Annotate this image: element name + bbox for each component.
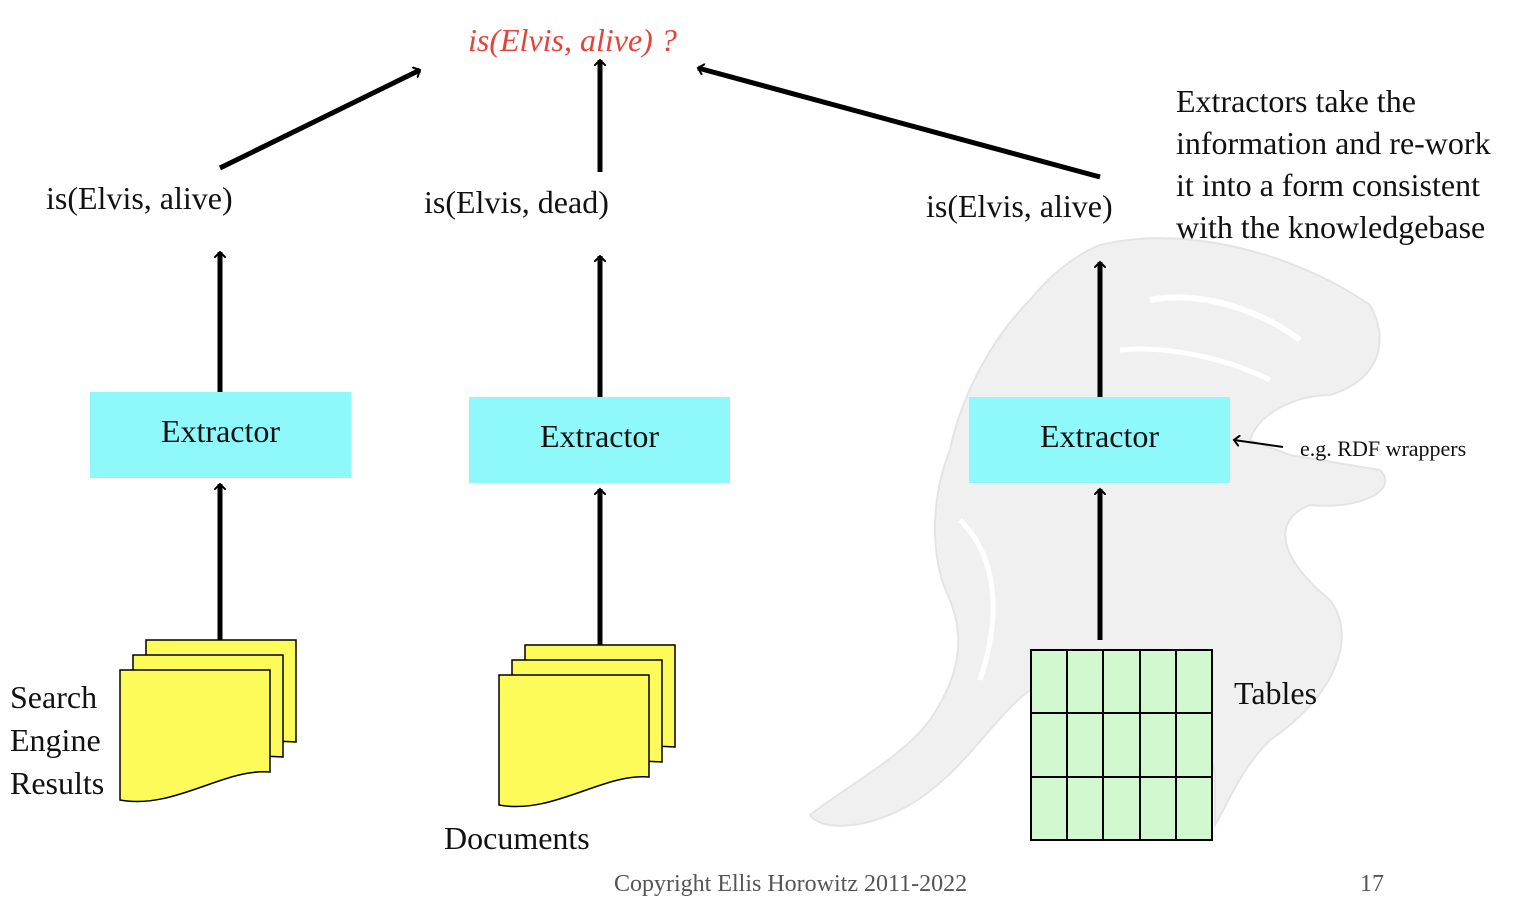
explanation-line: information and re-work	[1176, 125, 1491, 161]
extractor-label: Extractor	[539, 417, 660, 454]
fact-label-right: is(Elvis, alive)	[926, 188, 1113, 224]
arrow-right-to-query	[698, 68, 1101, 180]
footer-copyright: Copyright Ellis Horowitz 2011-2022	[614, 871, 968, 897]
query-label: is(Elvis, alive) ?	[468, 22, 677, 58]
extractor-label: Extractor	[160, 412, 281, 449]
search-results-document-stack-icon	[119, 639, 297, 803]
footer-page-number: 17	[1360, 871, 1384, 897]
explanation-line: it into a form consistent	[1176, 167, 1480, 203]
search-results-label: Search Engine Results	[10, 676, 104, 805]
arrow-left-to-query	[218, 70, 420, 171]
tables-label: Tables	[1234, 675, 1318, 711]
explanation-line: with the knowledgebase	[1176, 209, 1486, 245]
extractor-box-right: Extractor	[969, 397, 1230, 483]
extractor-label: Extractor	[1039, 417, 1160, 454]
annotation-arrow	[1234, 440, 1284, 448]
extractor-box-middle: Extractor	[469, 397, 730, 483]
tables-grid-icon	[1030, 649, 1213, 841]
search-results-line: Engine	[10, 722, 101, 758]
explanation-line: Extractors take the	[1176, 83, 1416, 119]
documents-stack-icon	[498, 644, 676, 808]
search-results-line: Search	[10, 679, 98, 715]
extractor-box-left: Extractor	[90, 392, 351, 478]
fact-label-middle: is(Elvis, dead)	[424, 184, 609, 220]
explanation-text: Extractors take the information and re-w…	[1176, 80, 1491, 248]
fact-label-left: is(Elvis, alive)	[46, 180, 233, 216]
annotation-label: e.g. RDF wrappers	[1300, 436, 1467, 461]
search-results-line: Results	[10, 765, 105, 801]
documents-label: Documents	[444, 820, 590, 856]
